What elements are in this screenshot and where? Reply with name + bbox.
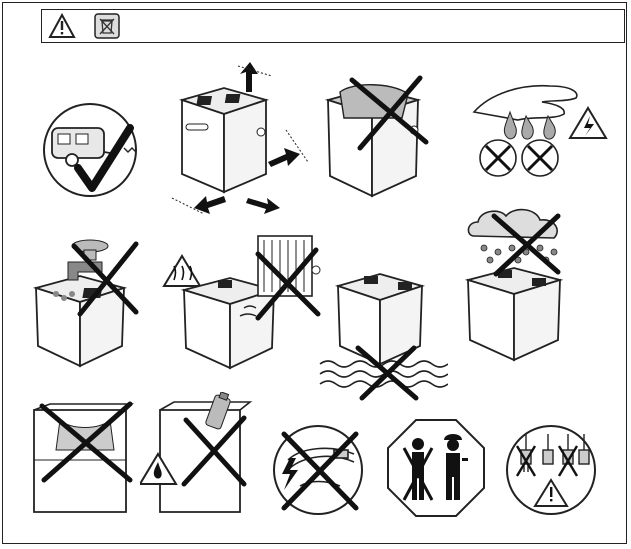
- cross-icon: [71, 241, 139, 317]
- wet-hands-pictogram: [470, 72, 610, 182]
- ventilation-clearance-pictogram: [168, 62, 308, 217]
- arrow-icon: [194, 62, 300, 214]
- warning-triangle-icon: [48, 13, 76, 39]
- cross-icon: [355, 345, 419, 401]
- hot-surface-icon: [162, 254, 202, 287]
- caravan-ok-pictogram: [40, 100, 150, 210]
- cooler-box-icon: [324, 84, 422, 198]
- recycling-bin-icon: [94, 13, 120, 39]
- spray-can-icon: [205, 392, 231, 430]
- technician-icon: [444, 434, 468, 500]
- lightning-icon: [282, 458, 298, 490]
- cooler-box-icon: [178, 87, 270, 194]
- no-heat-source-pictogram: [160, 232, 325, 372]
- cross-icon: [281, 431, 359, 511]
- caravan-icon: [51, 127, 117, 167]
- cross-icon: [181, 415, 247, 487]
- no-damaged-cable-pictogram: [270, 420, 370, 520]
- fire-warning-icon: [140, 452, 178, 485]
- warning-triangle-icon: [533, 478, 569, 507]
- no-rain-pictogram: [462, 206, 582, 371]
- no-immersion-pictogram: [318, 256, 448, 401]
- no-water-spray-pictogram: [28, 232, 143, 372]
- no-flammable-pictogram: [140, 392, 260, 527]
- cross-icon: [349, 75, 429, 151]
- pictogram-frame: [2, 2, 627, 544]
- checkmark-icon: [74, 124, 134, 192]
- no-liquid-in-box-pictogram: [30, 400, 140, 530]
- cross-icon: [255, 247, 321, 321]
- person-icon: [412, 438, 424, 500]
- plug-icon: [520, 434, 590, 472]
- no-cover-pictogram: [322, 72, 432, 212]
- water-drop-icon: [503, 110, 517, 140]
- no-plug-pull-pictogram: [505, 420, 605, 520]
- hand-icon: [472, 84, 578, 121]
- electric-shock-icon: [568, 106, 608, 139]
- header-bar: [41, 9, 625, 43]
- cross-icon: [39, 401, 133, 483]
- qualified-person-pictogram: [386, 418, 486, 518]
- cross-icon: [491, 213, 561, 277]
